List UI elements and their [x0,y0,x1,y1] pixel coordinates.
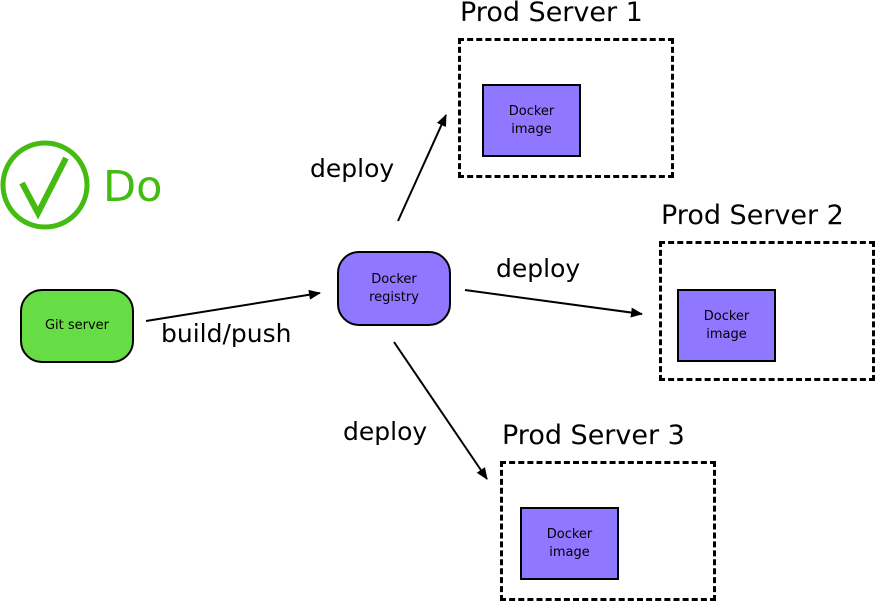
git-server-label: Git server [44,318,110,334]
deploy-3-arrow [393,341,488,480]
server-3-box [500,461,716,601]
status-label: Do [103,162,163,212]
server-3-title: Prod Server 3 [502,420,685,451]
docker-registry-node: Docker registry [337,251,451,326]
build-push-label: build/push [161,319,292,348]
server-2-title: Prod Server 2 [661,200,844,231]
server-1-box [458,38,674,178]
server-2-box [659,241,875,381]
deploy-3-label: deploy [343,417,428,446]
deploy-2-arrow [464,289,643,318]
git-server-node: Git server [20,289,134,363]
build-push-arrow [145,289,321,322]
deploy-2-label: deploy [496,254,581,283]
server-1-title: Prod Server 1 [460,0,643,28]
deploy-1-label: deploy [310,154,395,183]
docker-registry-label: Docker registry [369,271,419,305]
deploy-1-arrow [397,114,447,222]
